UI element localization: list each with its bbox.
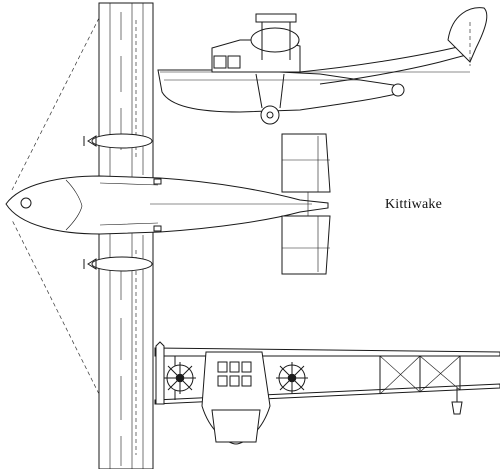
plan-view [5, 2, 331, 469]
engine-nacelle-lower [83, 256, 153, 272]
side-view [157, 7, 488, 125]
front-engine-left [164, 362, 196, 394]
front-engine-right [276, 362, 308, 394]
tailplane-plan [281, 133, 331, 275]
aircraft-name-label: Kittiwake [385, 197, 443, 212]
front-view [154, 341, 500, 445]
wing-plan [98, 2, 154, 469]
hull-plan [5, 175, 329, 235]
engine-nacelle-upper [83, 133, 153, 149]
